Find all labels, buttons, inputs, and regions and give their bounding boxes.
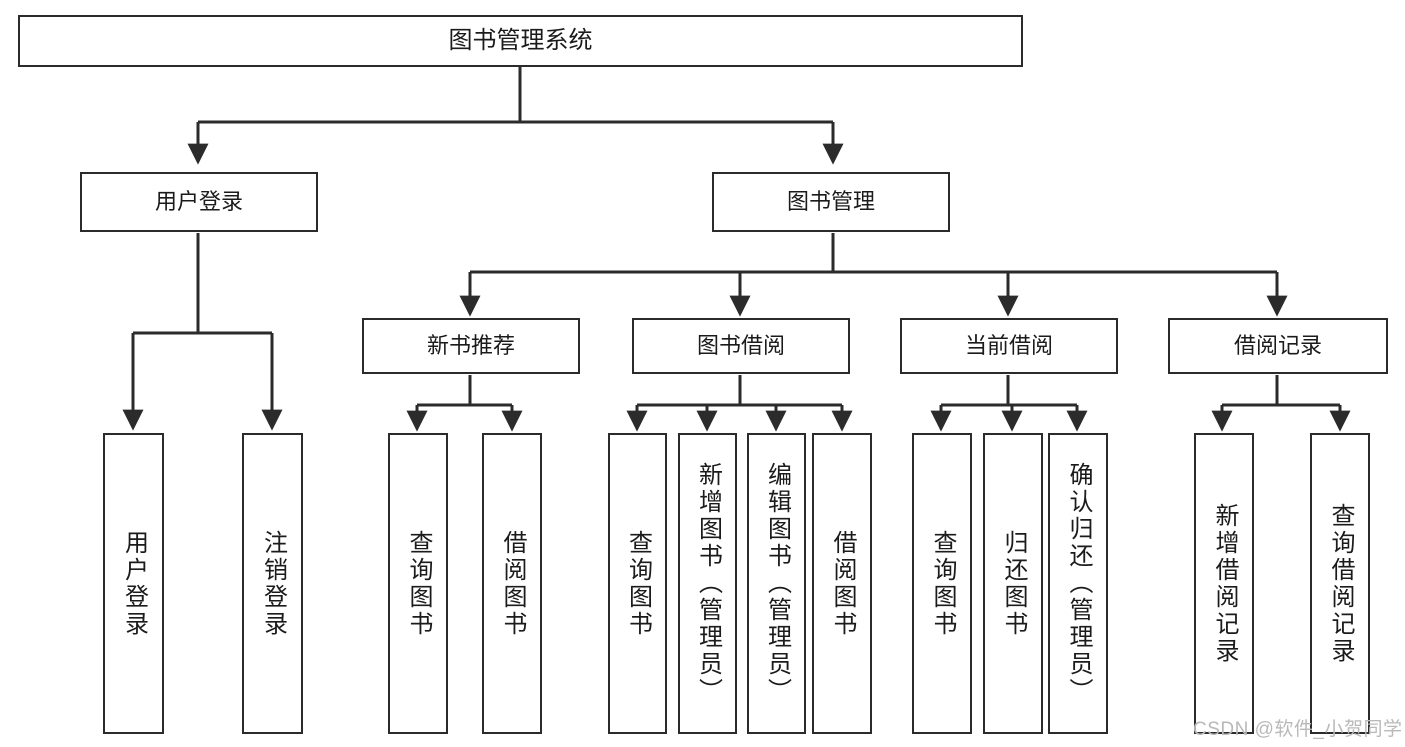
node-label: 查询图书 [929, 529, 956, 638]
node-leaf-query-book-1[interactable]: 查询图书 [388, 433, 448, 734]
node-leaf-edit-book[interactable]: 编辑图书（管理员） [747, 433, 806, 734]
node-label: 确认归还（管理员） [1065, 462, 1092, 705]
node-label: 查询借阅记录 [1327, 502, 1354, 665]
node-leaf-borrow-book-1[interactable]: 借阅图书 [482, 433, 542, 734]
node-label: 借阅图书 [499, 529, 526, 638]
node-user-login[interactable]: 用户登录 [80, 172, 318, 232]
node-current-borrow[interactable]: 当前借阅 [900, 318, 1118, 374]
node-book-management-system[interactable]: 图书管理系统 [18, 15, 1023, 67]
node-label: 当前借阅 [964, 333, 1053, 359]
watermark: CSDN @软件_小贺同学 [1193, 719, 1403, 740]
node-label: 用户登录 [154, 189, 243, 215]
node-borrow-record[interactable]: 借阅记录 [1168, 318, 1388, 374]
node-label: 图书借阅 [696, 333, 785, 359]
node-leaf-add-book[interactable]: 新增图书（管理员） [678, 433, 737, 734]
node-label: 借阅记录 [1233, 333, 1322, 359]
node-label: 注销登录 [259, 529, 287, 638]
node-label: 新增借阅记录 [1211, 502, 1238, 665]
node-leaf-add-record[interactable]: 新增借阅记录 [1194, 433, 1254, 734]
node-leaf-logout[interactable]: 注销登录 [242, 433, 303, 734]
node-label: 图书管理系统 [448, 27, 593, 55]
node-label: 新增图书（管理员） [694, 462, 722, 705]
node-leaf-query-record[interactable]: 查询借阅记录 [1310, 433, 1370, 734]
node-leaf-query-book-2[interactable]: 查询图书 [608, 433, 667, 734]
node-label: 查询图书 [624, 529, 652, 638]
node-label: 图书管理 [786, 189, 875, 215]
node-label: 用户登录 [120, 529, 148, 638]
node-label: 借阅图书 [829, 529, 856, 638]
node-leaf-user-login[interactable]: 用户登录 [103, 433, 164, 734]
node-label: 编辑图书（管理员） [763, 462, 791, 705]
node-label: 查询图书 [405, 529, 432, 638]
node-leaf-borrow-book-2[interactable]: 借阅图书 [812, 433, 872, 734]
node-leaf-confirm-return[interactable]: 确认归还（管理员） [1048, 433, 1108, 734]
node-label: 归还图书 [1000, 529, 1027, 638]
node-book-borrow[interactable]: 图书借阅 [632, 318, 850, 374]
node-new-book-recommend[interactable]: 新书推荐 [362, 318, 580, 374]
node-leaf-query-book-3[interactable]: 查询图书 [912, 433, 972, 734]
node-book-management[interactable]: 图书管理 [712, 172, 950, 232]
node-leaf-return-book[interactable]: 归还图书 [983, 433, 1043, 734]
node-label: 新书推荐 [426, 333, 515, 359]
